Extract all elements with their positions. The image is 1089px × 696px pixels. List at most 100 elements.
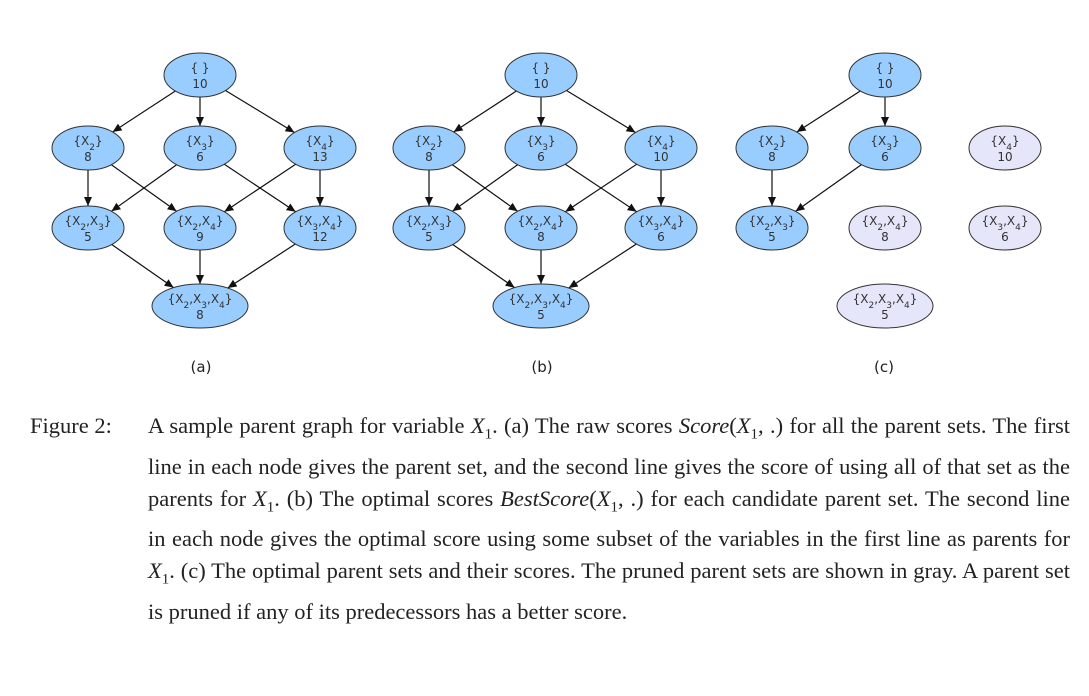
graph-node: {X2,X3,X4}8	[151, 283, 249, 329]
node-shape	[392, 125, 466, 171]
node-shape	[504, 205, 578, 251]
graph-node: { }10	[163, 52, 237, 98]
math-x1: X1	[470, 413, 493, 443]
node-shape	[848, 125, 922, 171]
figure-caption: Figure 2: A sample parent graph for vari…	[30, 410, 1070, 628]
graph-node: { }10	[848, 52, 922, 98]
graph-node: {X4}10	[968, 125, 1042, 171]
node-parent-set: {X2,X3}	[748, 214, 795, 233]
node-shape	[283, 125, 357, 171]
graph-node: {X2,X4}8	[848, 205, 922, 251]
parent-graph-figure: { }10{X2}8{X3}6{X4}13{X2,X3}5{X2,X4}9{X3…	[51, 52, 1042, 376]
node-score: 10	[997, 150, 1012, 164]
node-parent-set: {X3,X4}	[296, 214, 343, 233]
node-parent-set: {X2,X3,X4}	[853, 292, 918, 311]
node-shape	[151, 283, 249, 329]
node-parent-set: {X2}	[414, 134, 443, 153]
pruned-node-shape	[968, 125, 1042, 171]
node-parent-set: { }	[531, 61, 550, 75]
panel-label: (a)	[191, 358, 212, 376]
edge-arrow	[225, 90, 295, 133]
node-score: 6	[537, 150, 545, 164]
graph-node: {X3}6	[848, 125, 922, 171]
node-score: 6	[657, 230, 665, 244]
edge-arrow	[566, 90, 636, 133]
node-parent-set: {X4}	[305, 134, 334, 153]
node-shape	[283, 205, 357, 251]
node-parent-set: {X2,X3,X4}	[168, 292, 233, 311]
node-parent-set: {X3,X4}	[981, 214, 1028, 233]
node-score: 6	[1001, 230, 1009, 244]
node-shape	[848, 52, 922, 98]
graph-node: {X2,X3}5	[392, 205, 466, 251]
node-score: 10	[533, 77, 548, 91]
node-parent-set: {X2}	[73, 134, 102, 153]
math-score: Score	[678, 413, 730, 438]
edge-arrow	[452, 164, 518, 212]
node-score: 8	[881, 230, 889, 244]
edge-arrow	[111, 244, 174, 289]
node-parent-set: {X3}	[185, 134, 214, 153]
node-shape	[735, 205, 809, 251]
math-x1: X1	[736, 413, 759, 443]
graph-node: {X4}13	[283, 125, 357, 171]
math-x1: X1	[253, 485, 275, 516]
node-parent-set: {X2,X4}	[517, 214, 564, 233]
panel-a: { }10 {X2}8 {X3}6 {X4}13 {X2,X3}5 {X2,X4}9 {X3…	[51, 52, 357, 376]
node-score: 12	[312, 230, 327, 244]
node-parent-set: {X2,X4}	[861, 214, 908, 233]
node-shape	[624, 205, 698, 251]
edge-arrow	[564, 163, 638, 213]
node-parent-set: {X4}	[646, 134, 675, 153]
edge-arrow	[223, 163, 297, 213]
node-shape	[735, 125, 809, 171]
node-score: 8	[768, 150, 776, 164]
node-parent-set: {X2,X4}	[176, 214, 223, 233]
edge-arrow	[227, 243, 296, 289]
node-parent-set: {X3}	[526, 134, 555, 153]
caption-text: A sample parent graph for variable X1. (…	[148, 413, 1071, 624]
node-shape	[504, 52, 578, 98]
node-score: 5	[84, 230, 92, 244]
graph-node: {X2,X3}5	[51, 205, 125, 251]
panel-label: (b)	[531, 358, 552, 376]
node-shape	[392, 205, 466, 251]
graph-node: {X2,X3,X4}5	[836, 283, 934, 329]
pruned-node-shape	[848, 205, 922, 251]
pruned-node-shape	[968, 205, 1042, 251]
graph-node: {X2,X3,X4}5	[492, 283, 590, 329]
edge-arrow	[795, 164, 862, 212]
caption-label: Figure 2:	[30, 413, 112, 438]
node-score: 5	[768, 230, 776, 244]
node-shape	[163, 205, 237, 251]
node-shape	[51, 205, 125, 251]
node-score: 13	[312, 150, 327, 164]
edge-arrow	[453, 90, 517, 133]
node-score: 10	[653, 150, 668, 164]
node-parent-set: {X2,X3}	[405, 214, 452, 233]
math-x1: X1	[148, 558, 170, 588]
node-parent-set: {X3,X4}	[637, 214, 684, 233]
edge-arrow	[568, 243, 637, 289]
node-score: 5	[881, 308, 889, 322]
edge-arrow	[111, 164, 177, 212]
graph-node: {X2}8	[51, 125, 125, 171]
graph-node: {X3,X4}6	[968, 205, 1042, 251]
node-parent-set: {X2}	[757, 134, 786, 153]
math-x1: X1	[596, 485, 618, 516]
graph-node: {X3}6	[163, 125, 237, 171]
panel-c: { }10{X2}8{X3}6{X4}10{X2,X3}5{X2,X4}8{X3…	[735, 52, 1042, 376]
node-score: 5	[425, 230, 433, 244]
graph-node: { } 10	[504, 52, 578, 98]
node-score: 6	[881, 150, 889, 164]
graph-node: {X3}6	[504, 125, 578, 171]
node-parent-set: { }	[875, 61, 894, 75]
node-score: 8	[537, 230, 545, 244]
node-shape	[624, 125, 698, 171]
pruned-node-shape	[836, 283, 934, 329]
graph-node: {X2,X3}5	[735, 205, 809, 251]
edge-arrow	[452, 244, 515, 289]
node-score: 9	[196, 230, 204, 244]
graph-node: {X2,X4}8	[504, 205, 578, 251]
